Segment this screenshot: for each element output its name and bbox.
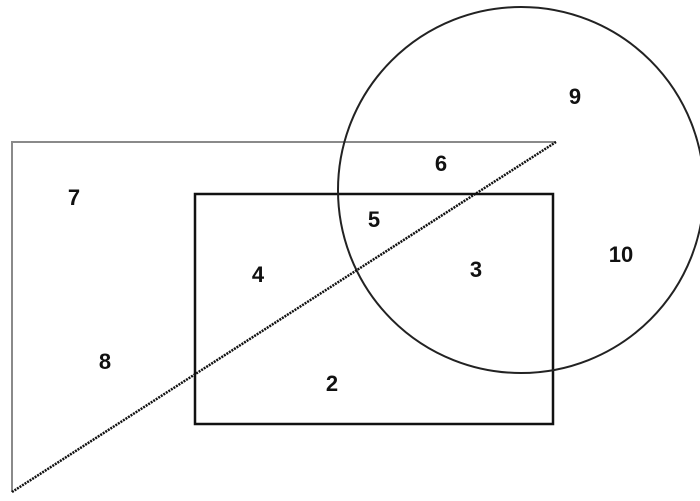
region-label-6: 6 — [435, 151, 447, 176]
circle-shape — [337, 6, 700, 374]
region-label-2: 2 — [326, 371, 338, 396]
region-label-5: 5 — [368, 207, 380, 232]
region-label-3: 3 — [470, 257, 482, 282]
rectangle-shape — [193, 192, 555, 426]
region-label-10: 10 — [609, 242, 633, 267]
region-label-4: 4 — [252, 262, 265, 287]
region-label-8: 8 — [99, 349, 111, 374]
region-label-9: 9 — [569, 84, 581, 109]
region-label-7: 7 — [68, 185, 80, 210]
triangle-shape — [11, 141, 556, 492]
